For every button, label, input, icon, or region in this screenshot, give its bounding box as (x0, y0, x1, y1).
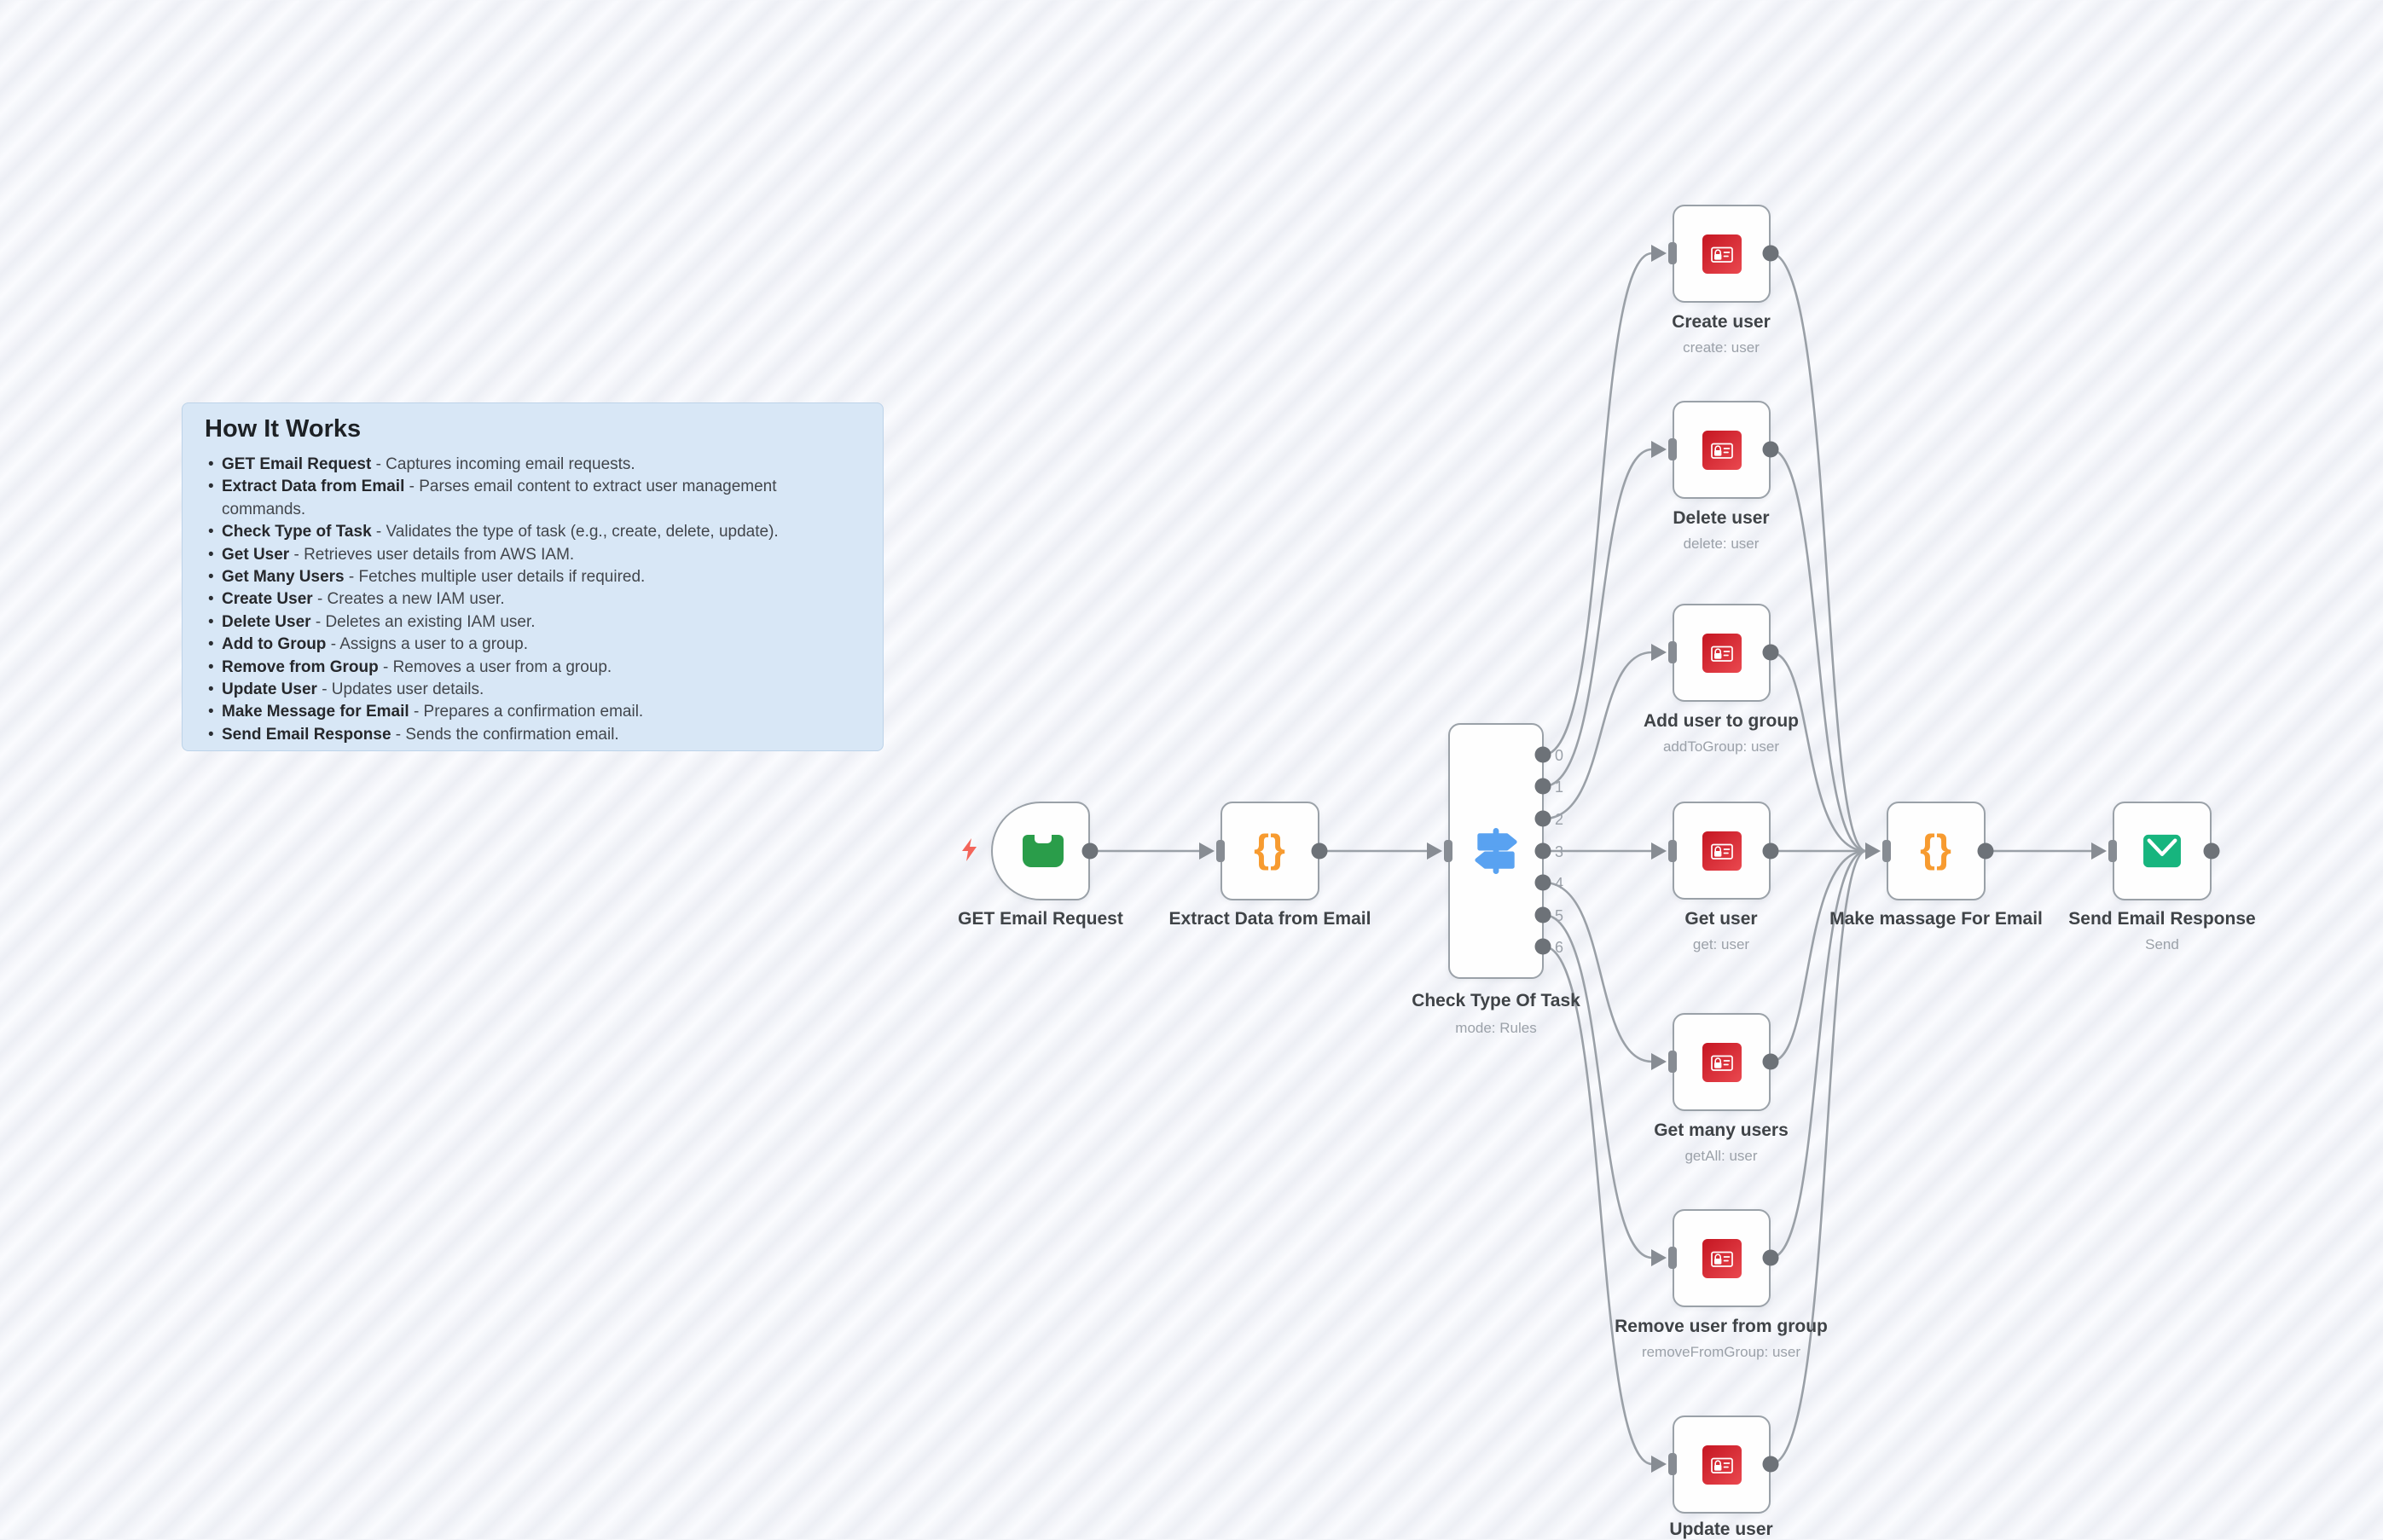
connection[interactable] (1770, 849, 1867, 1063)
node-sublabel: addToGroup: user (1662, 738, 1780, 755)
node-create-user[interactable] (1673, 205, 1771, 303)
node-make-message-for-email[interactable]: {} (1887, 802, 1986, 900)
sticky-list: GET Email Request - Captures incoming em… (205, 454, 861, 747)
how-step: GET Email Request - Captures incoming em… (205, 454, 861, 477)
sticky-note-how-it-works[interactable]: How It Works GET Email Request - Capture… (182, 402, 884, 751)
aws-iam-icon (1702, 1238, 1742, 1278)
switch-port-label: 3 (1554, 843, 1563, 860)
node-label: GET Email Request (958, 909, 1123, 929)
node-label: Check Type Of Task (1412, 991, 1580, 1010)
aws-iam-icon (1702, 633, 1742, 673)
how-step: Make Message for Email - Prepares a conf… (205, 701, 861, 724)
node-label: Extract Data from Email (1168, 909, 1371, 929)
code-braces-icon: {} (1920, 826, 1952, 871)
connection-arrow-icon (1651, 1053, 1667, 1070)
aws-iam-icon (1702, 831, 1742, 871)
connection-arrow-icon (2091, 842, 2107, 860)
connection-arrow-icon (1651, 1249, 1667, 1266)
how-step: Extract Data from Email - Parses email c… (205, 476, 861, 521)
node-sublabel: get: user (1692, 936, 1750, 952)
connection[interactable] (1543, 913, 1653, 1259)
connection-arrow-icon (1199, 842, 1215, 860)
connection-arrow-icon (1865, 842, 1881, 860)
how-step: Check Type of Task - Validates the type … (205, 521, 861, 544)
how-step: Get Many Users - Fetches multiple user d… (205, 566, 861, 589)
node-sublabel: mode: Rules (1455, 1020, 1537, 1036)
how-step: Create User - Creates a new IAM user. (205, 588, 861, 611)
trigger-bolt-icon (962, 838, 977, 861)
connection-arrow-icon (1651, 245, 1667, 262)
aws-iam-icon (1702, 1444, 1742, 1485)
how-step: Send Email Response - Sends the confirma… (205, 724, 861, 747)
how-step: Get User - Retrieves user details from A… (205, 544, 861, 567)
code-braces-icon: {} (1254, 826, 1286, 871)
node-sublabel: Send (2145, 936, 2179, 952)
how-step: Add to Group - Assigns a user to a group… (205, 634, 861, 657)
node-get-user[interactable] (1673, 802, 1771, 900)
node-label: Make massage For Email (1829, 909, 2043, 929)
node-label: Update user (1669, 1520, 1773, 1539)
aws-iam-icon (1702, 234, 1742, 274)
node-remove-user-from-group[interactable] (1673, 1209, 1771, 1307)
inbox-icon (1023, 835, 1064, 867)
node-label: Send Email Response (2068, 909, 2256, 929)
node-update-user[interactable] (1673, 1416, 1771, 1514)
node-label: Add user to group (1644, 711, 1799, 731)
node-add-user-to-group[interactable] (1673, 604, 1771, 702)
node-label: Delete user (1673, 508, 1770, 528)
connection-arrow-icon (1427, 842, 1442, 860)
node-label: Get many users (1654, 1120, 1789, 1140)
connection-arrow-icon (1651, 441, 1667, 458)
node-sublabel: create: user (1683, 339, 1760, 356)
node-extract-data-from-email[interactable]: {} (1220, 802, 1319, 900)
how-step: Update User - Updates user details. (205, 679, 861, 702)
node-label: Remove user from group (1615, 1317, 1828, 1336)
node-get-many-users[interactable] (1673, 1013, 1771, 1111)
connection-arrow-icon (1651, 1456, 1667, 1473)
how-step: Delete User - Deletes an existing IAM us… (205, 611, 861, 634)
switch-port-label: 1 (1554, 779, 1563, 796)
node-delete-user[interactable] (1673, 401, 1771, 499)
node-sublabel: getAll: user (1684, 1148, 1758, 1164)
node-send-email-response[interactable] (2113, 802, 2212, 900)
envelope-icon (2143, 834, 2181, 868)
aws-iam-icon (1702, 430, 1742, 470)
switch-port-label: 2 (1554, 811, 1563, 828)
node-sublabel: delete: user (1683, 536, 1760, 552)
sticky-title: How It Works (205, 415, 362, 443)
connection[interactable] (1543, 448, 1653, 788)
switch-signpost-icon (1475, 828, 1517, 874)
switch-port-label: 4 (1554, 875, 1563, 892)
aws-iam-icon (1702, 1042, 1742, 1082)
node-label: Create user (1672, 312, 1771, 332)
node-get-email-request[interactable] (991, 802, 1090, 900)
node-label: Get user (1684, 909, 1758, 929)
connection-arrow-icon (1651, 842, 1667, 860)
node-check-type-of-task[interactable] (1448, 723, 1544, 979)
how-step: Remove from Group - Removes a user from … (205, 657, 861, 680)
node-sublabel: removeFromGroup: user (1641, 1344, 1801, 1360)
connection-arrow-icon (1651, 644, 1667, 661)
